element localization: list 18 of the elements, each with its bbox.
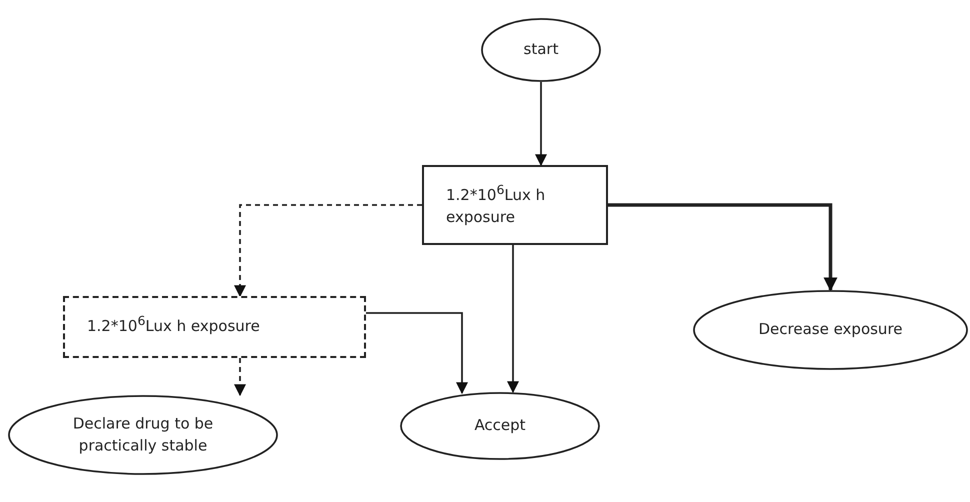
process-box: [63, 296, 366, 358]
terminal-ellipse: [400, 392, 600, 460]
terminal-ellipse: [8, 395, 278, 475]
arrow: [608, 203, 838, 292]
node-label: Decrease exposure: [757, 319, 904, 340]
terminal-ellipse: [693, 290, 968, 370]
arrow: [366, 312, 468, 394]
node-label: 1.2*10$^{6}$Lux h exposure: [87, 312, 261, 337]
node-label: Declare drug to be practically stable: [72, 413, 214, 456]
arrow: [234, 358, 246, 396]
node-label: Accept: [473, 415, 527, 436]
arrow: [535, 82, 547, 166]
node-label: start: [522, 39, 560, 60]
terminal-ellipse: [481, 18, 601, 82]
arrow: [507, 245, 519, 394]
arrow: [234, 204, 422, 298]
node-label: 1.2*10$^{6}$Lux h exposure: [446, 181, 546, 228]
process-box: [422, 165, 608, 245]
